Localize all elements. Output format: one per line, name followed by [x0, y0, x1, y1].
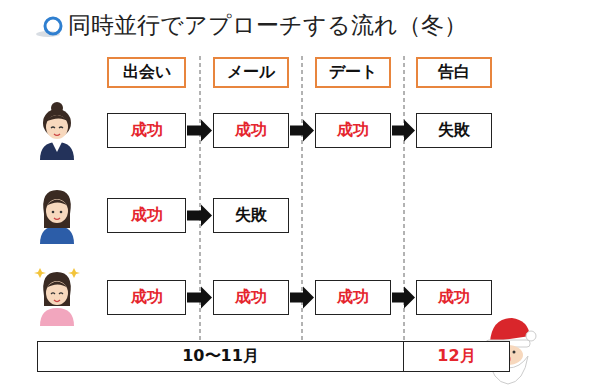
node-label: 成功: [131, 205, 163, 226]
node-label: デート: [329, 62, 377, 83]
node-label: 失敗: [235, 205, 267, 226]
person-icon: [34, 268, 80, 326]
period-bar: 10〜11月: [37, 341, 404, 372]
node-label: 12月: [437, 346, 475, 367]
node-label: 成功: [131, 287, 163, 308]
flow-arrow: [392, 120, 415, 142]
stage-header: メール: [213, 57, 289, 88]
flow-arrow: [187, 120, 212, 142]
node-label: 出会い: [123, 62, 171, 83]
result-box: 成功: [315, 280, 391, 315]
ring-icon: [45, 18, 61, 34]
flow-arrow: [392, 287, 415, 309]
flow-arrow: [187, 205, 212, 227]
result-box: 成功: [213, 113, 289, 148]
node-label: 告白: [438, 62, 470, 83]
flow-arrow: [290, 120, 314, 142]
result-box: 成功: [315, 113, 391, 148]
result-box: 成功: [416, 280, 492, 315]
period-bar: 12月: [404, 341, 510, 372]
flow-arrow: [187, 287, 212, 309]
person-icon: [40, 102, 74, 160]
stage-header: デート: [315, 57, 391, 88]
result-box: 成功: [107, 198, 186, 233]
node-label: 成功: [438, 287, 470, 308]
node-label: 成功: [131, 120, 163, 141]
result-box: 成功: [107, 280, 186, 315]
node-label: 失敗: [438, 120, 470, 141]
result-box: 失敗: [213, 198, 289, 233]
stage-header: 出会い: [107, 57, 186, 88]
node-label: 10〜11月: [182, 346, 259, 367]
result-box: 失敗: [416, 113, 492, 148]
node-label: メール: [227, 62, 275, 83]
node-label: 成功: [235, 287, 267, 308]
stage-header: 告白: [416, 57, 492, 88]
result-box: 成功: [213, 280, 289, 315]
flow-arrow: [290, 287, 314, 309]
result-box: 成功: [107, 113, 186, 148]
node-label: 成功: [337, 120, 369, 141]
node-label: 成功: [337, 287, 369, 308]
column-separators: [200, 56, 404, 340]
diagram-title: 同時並行でアプローチする流れ（冬）: [68, 10, 467, 41]
node-label: 成功: [235, 120, 267, 141]
person-icon: [40, 190, 74, 244]
